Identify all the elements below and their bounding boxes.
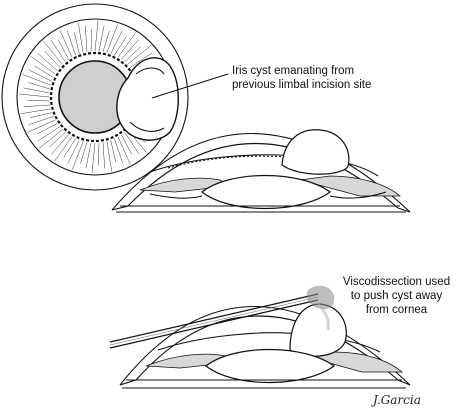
iris-fiber <box>86 143 91 169</box>
artist-signature: J.Garcia <box>373 393 421 407</box>
iris-cyst-frontal <box>117 58 178 140</box>
iris-fiber <box>74 32 79 54</box>
iris-fiber <box>111 140 116 162</box>
iris-fiber <box>85 26 87 52</box>
iris-fiber <box>22 74 50 85</box>
iris-fiber <box>114 37 126 56</box>
iris-fiber <box>58 40 68 60</box>
iris-fiber <box>68 140 80 163</box>
iris-cyst-caption-line-1: Iris cyst emanating from <box>232 64 432 78</box>
iris-fiber <box>118 137 130 165</box>
iris-fiber <box>30 113 52 118</box>
frontal-eye-view <box>2 4 228 190</box>
iris-fiber <box>28 70 51 82</box>
iris-cyst-caption: Iris cyst emanating from previous limbal… <box>232 64 432 92</box>
iris-fiber <box>107 141 112 171</box>
iris-fiber <box>121 40 138 60</box>
iris-fiber <box>114 139 122 164</box>
iris-fiber <box>111 30 123 53</box>
iris-fiber <box>21 109 51 114</box>
iris-fiber <box>27 100 49 101</box>
iris-fiber <box>121 135 131 155</box>
iris-fiber <box>35 66 54 78</box>
iris-fiber <box>91 29 92 51</box>
iris-fiber <box>95 21 98 51</box>
iris-fiber <box>99 26 104 52</box>
iris-fiber <box>24 105 50 107</box>
iris-fiber <box>28 120 56 132</box>
iris-fiber <box>64 139 76 158</box>
viscodissection-caption-line-3: from cornea <box>334 303 459 317</box>
iris-cyst-caption-line-2: previous limbal incision site <box>232 78 432 92</box>
viscodissection-caption: Viscodissection used to push cyst away f… <box>334 275 459 317</box>
iris-fiber <box>24 88 50 93</box>
iris-fiber <box>98 143 99 165</box>
iris-fiber <box>51 40 65 62</box>
iris-fiber <box>49 132 65 147</box>
iris-fiber <box>72 141 83 169</box>
iris-fiber <box>19 94 49 97</box>
iris-fiber <box>92 143 95 173</box>
iris-fiber <box>45 51 60 67</box>
iris-fiber <box>29 116 54 124</box>
iris-fiber <box>67 31 75 56</box>
iris-fiber <box>125 47 141 62</box>
viscodissection-caption-line-2: to push cyst away <box>334 289 459 303</box>
iris-fiber <box>60 30 72 58</box>
iris-fiber <box>38 123 58 133</box>
iris-fiber <box>38 127 60 141</box>
iris-cyst-section-upper <box>282 130 349 174</box>
iris-fiber <box>78 23 83 53</box>
cross-section-upper <box>112 130 410 212</box>
iris-fiber <box>103 142 105 168</box>
iris-fiber <box>51 135 68 155</box>
iris-fiber <box>38 53 58 70</box>
iris-fiber <box>107 24 118 52</box>
viscodissection-caption-line-1: Viscodissection used <box>334 275 459 289</box>
